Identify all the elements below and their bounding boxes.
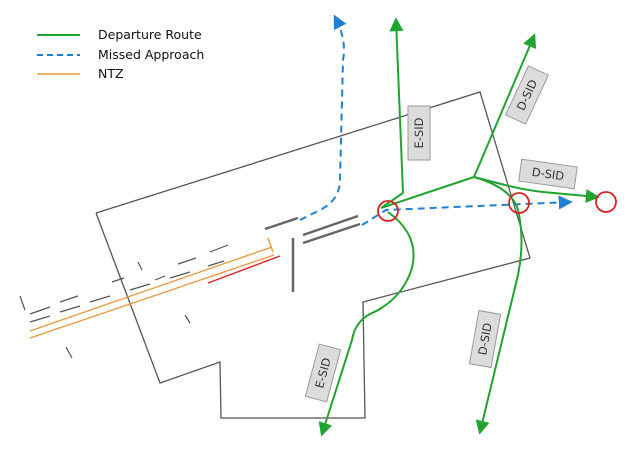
departure-e-sid-south xyxy=(318,211,415,437)
legend: Departure Route Missed Approach NTZ xyxy=(37,27,204,81)
departure-d-sid-south xyxy=(473,176,523,435)
sid-label-e-top-text: E-SID xyxy=(412,117,426,148)
departure-connector xyxy=(380,192,404,209)
departure-d-sid-north xyxy=(473,33,537,178)
sid-label-d-bottom: D-SID xyxy=(468,309,502,369)
approach-dashes xyxy=(19,244,229,359)
departure-e-sid-north xyxy=(389,17,404,194)
legend-ntz-label: NTZ xyxy=(98,66,124,81)
missed-approach-east xyxy=(361,195,573,226)
sid-label-d-mid-text: D-SID xyxy=(531,165,565,183)
sid-label-e-top: E-SID xyxy=(407,105,431,161)
missed-approach-north xyxy=(299,14,347,221)
departure-main-east xyxy=(380,176,475,209)
waypoint-markers xyxy=(377,191,617,222)
legend-departure-label: Departure Route xyxy=(98,27,202,42)
missed-approach-routes xyxy=(299,14,573,226)
ntz-zone xyxy=(29,237,275,339)
runway-lower xyxy=(302,222,361,245)
runway-upper-left xyxy=(264,216,299,231)
waypoint-circle-3 xyxy=(595,191,617,213)
runways xyxy=(264,214,361,292)
legend-missed-label: Missed Approach xyxy=(98,47,204,62)
airspace-boundary xyxy=(95,91,531,419)
sid-label-e-bottom: E-SID xyxy=(304,343,342,403)
departure-d-sid-east xyxy=(473,176,600,203)
waypoint-circle-1 xyxy=(377,200,399,222)
departure-routes xyxy=(318,17,600,437)
sid-label-d-mid: D-SID xyxy=(518,158,578,190)
red-approach-line xyxy=(207,255,281,284)
sid-label-d-bottom-text: D-SID xyxy=(475,322,494,357)
runway-upper-right xyxy=(302,214,359,237)
waypoint-circle-2 xyxy=(508,192,530,214)
sid-label-d-top: D-SID xyxy=(504,65,550,125)
